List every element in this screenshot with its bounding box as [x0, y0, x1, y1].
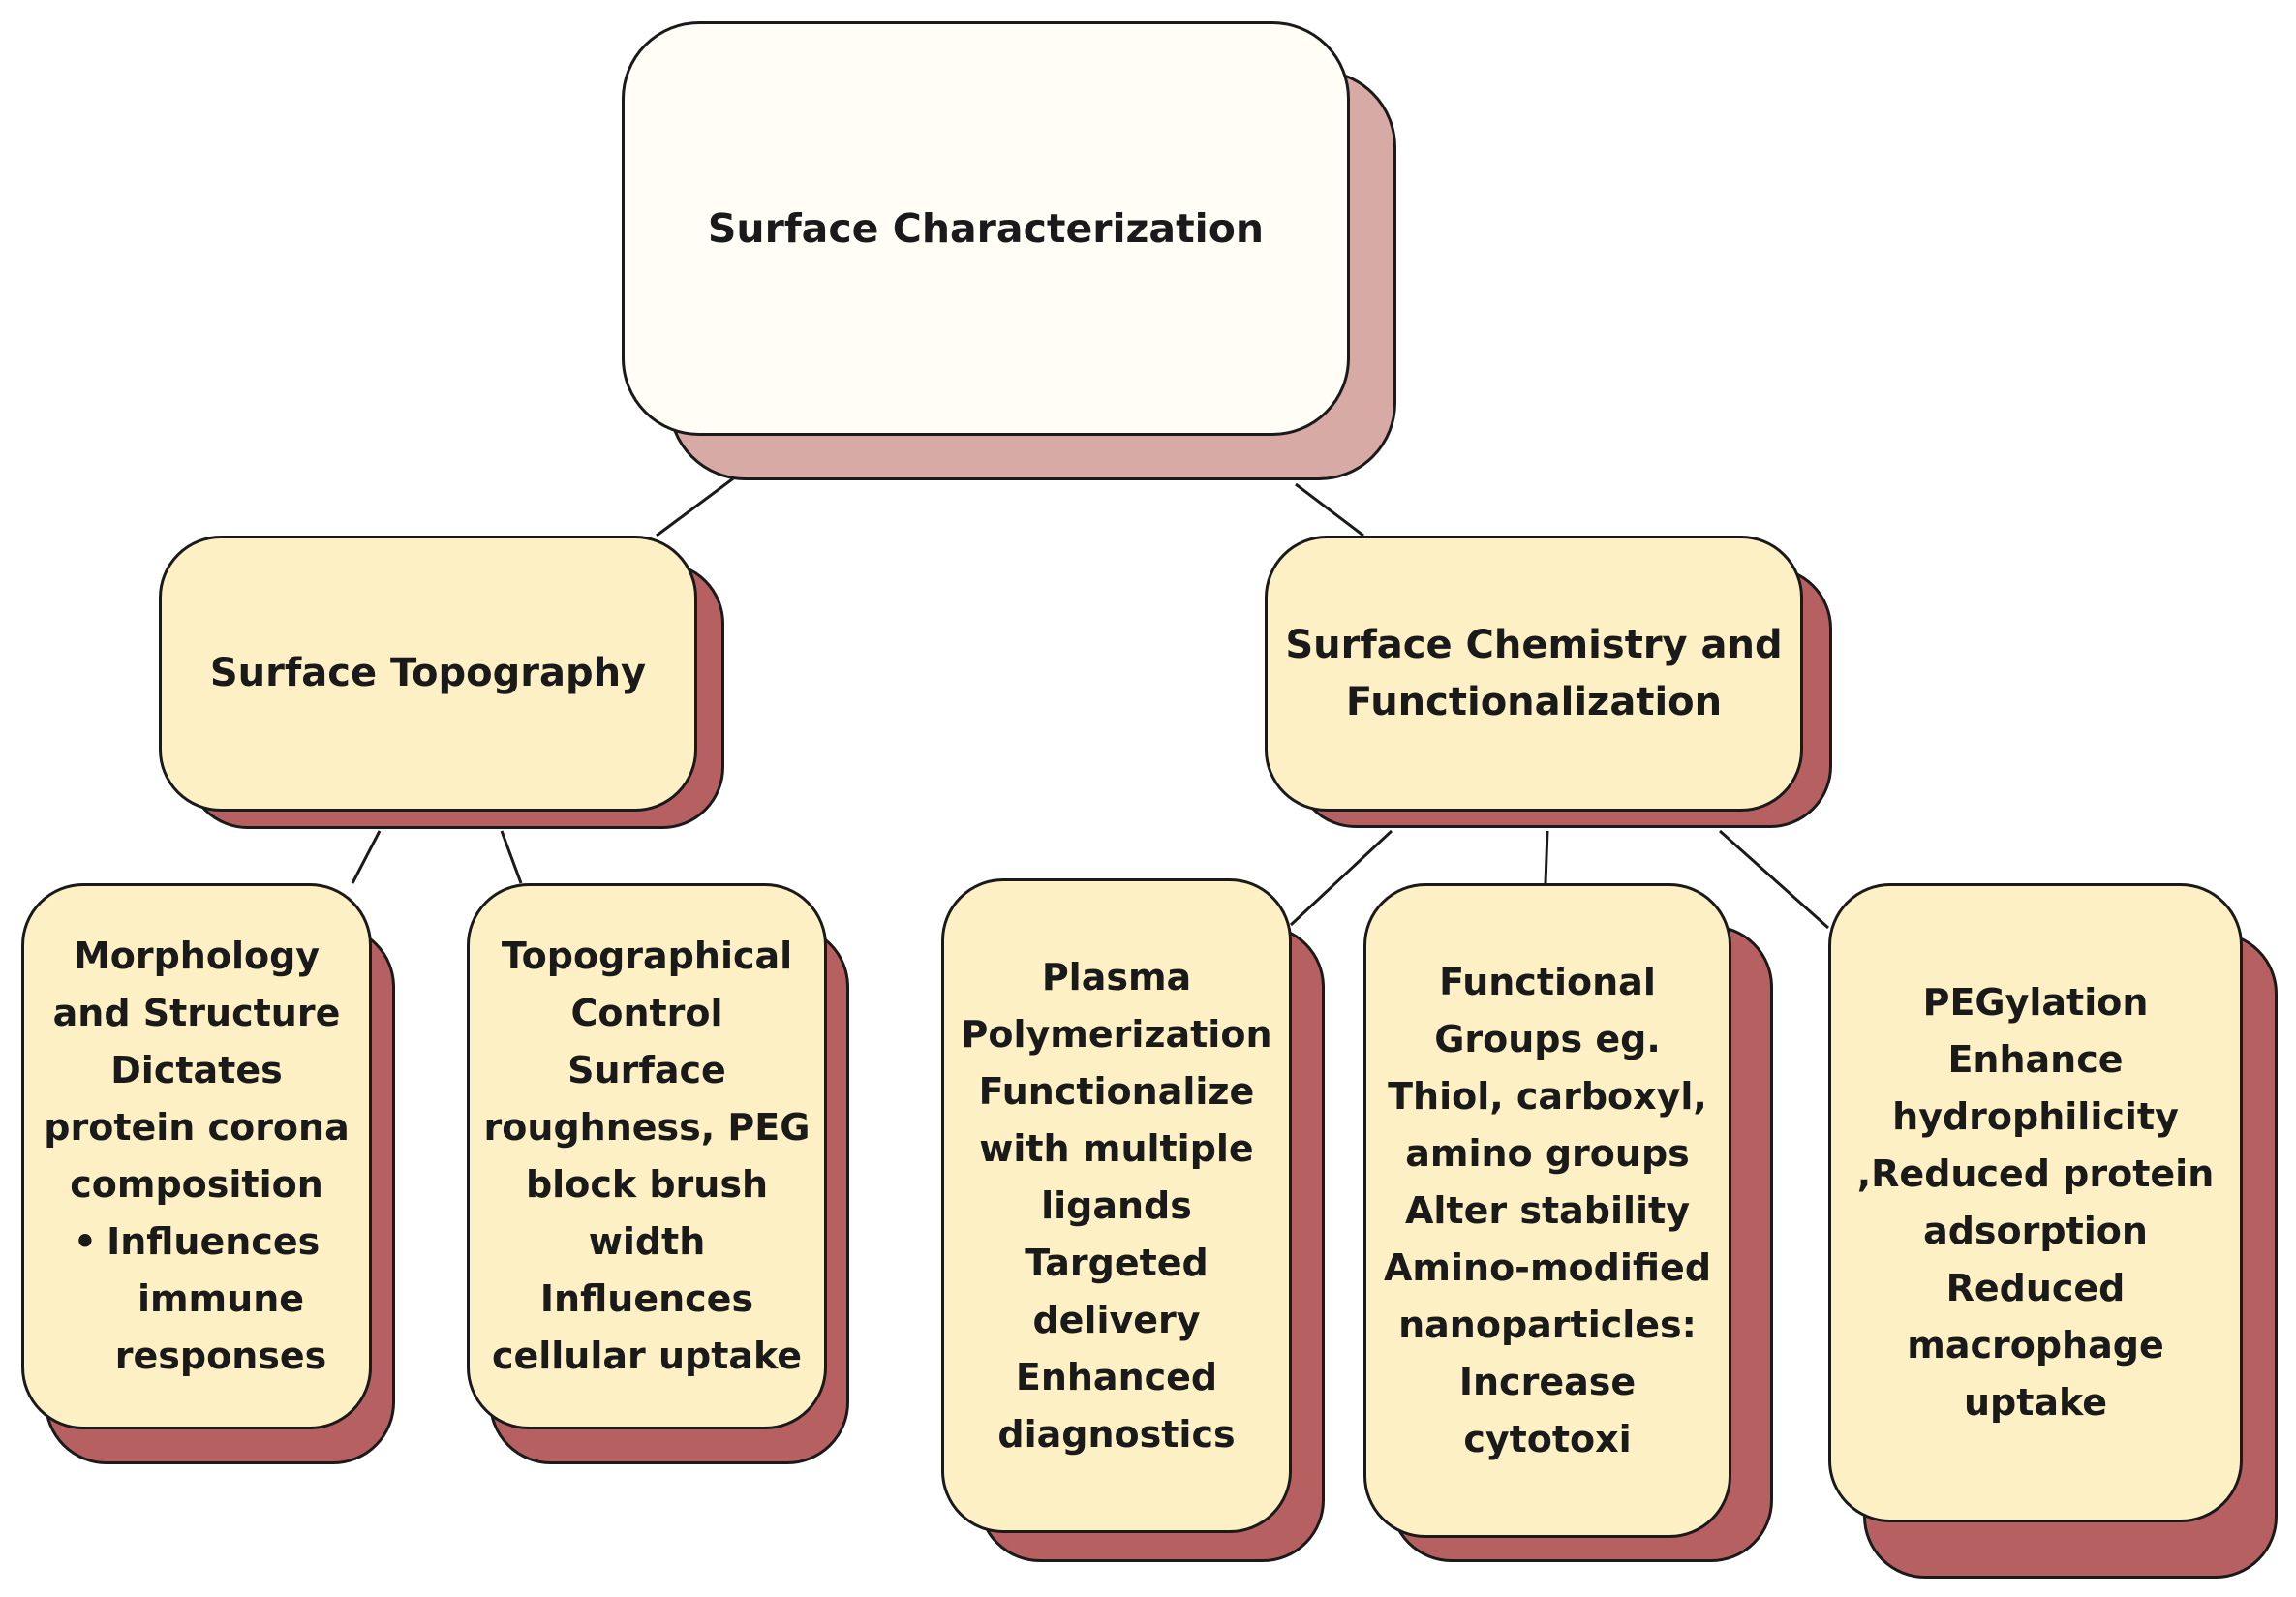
- morphology-line-4: protein corona: [44, 1106, 350, 1149]
- topographical-line-6: width: [588, 1220, 706, 1263]
- morphology-bullet-line-1: •Influences: [32, 1213, 361, 1271]
- chemistry-node-label-line-2: Functionalization: [1345, 679, 1723, 724]
- functional-line-3: Thiol, carboxyl,: [1388, 1074, 1707, 1118]
- pegylation-line-5: adsorption: [1923, 1210, 2148, 1252]
- functional-line-4: amino groups: [1405, 1131, 1690, 1175]
- root-node: Surface Characterization: [622, 21, 1350, 436]
- plasma-line-5: ligands: [1041, 1183, 1192, 1227]
- chemistry-node-label-line-1: Surface Chemistry and: [1285, 622, 1783, 667]
- pegylation-line-6: Reduced: [1945, 1267, 2126, 1309]
- morphology-line-2: and Structure: [52, 992, 341, 1034]
- root-node-label: Surface Characterization: [707, 205, 1265, 252]
- pegylation-line-1: PEGylation: [1922, 981, 2149, 1024]
- pegylation-line-8: uptake: [1963, 1381, 2108, 1424]
- morphology-bullet-text-1: Influences: [107, 1220, 321, 1263]
- functional-line-5: Alter stability: [1405, 1188, 1690, 1232]
- functional-line-8: Increase: [1458, 1360, 1637, 1403]
- topographical-line-3: Surface: [567, 1049, 726, 1091]
- plasma-line-9: diagnostics: [997, 1412, 1236, 1456]
- functional-line-6: Amino-modified: [1383, 1245, 1712, 1289]
- plasma-line-8: Enhanced: [1015, 1355, 1218, 1398]
- connector-chemistry-pegylation: [1719, 829, 1829, 930]
- morphology-bullet-line-2: immune: [137, 1277, 305, 1320]
- plasma-line-2: Polymerization: [961, 1012, 1272, 1056]
- connector-chemistry-plasma: [1289, 829, 1393, 927]
- topographical-leaf: Topographical Control Surface roughness,…: [467, 883, 827, 1429]
- morphology-line-1: Morphology: [73, 935, 321, 977]
- functional-line-2: Groups eg.: [1434, 1017, 1661, 1060]
- morphology-line-3: Dictates: [110, 1049, 283, 1091]
- plasma-line-7: delivery: [1032, 1298, 1201, 1341]
- topographical-line-8: cellular uptake: [491, 1335, 803, 1377]
- connector-root-topography: [656, 475, 737, 537]
- pegylation-line-4: ,Reduced protein: [1856, 1152, 2215, 1195]
- connector-root-chemistry: [1295, 482, 1364, 537]
- topographical-line-7: Influences: [539, 1277, 754, 1320]
- topographical-line-5: block brush: [525, 1163, 769, 1206]
- functional-line-9: cytotoxi: [1463, 1417, 1632, 1460]
- connector-topography-morphology: [351, 830, 382, 884]
- plasma-line-3: Functionalize: [978, 1069, 1255, 1113]
- pegylation-line-2: Enhance: [1947, 1038, 2124, 1081]
- bullet-icon: •: [73, 1220, 98, 1263]
- connector-topography-topographical: [500, 830, 523, 884]
- chemistry-node: Surface Chemistry and Functionalization: [1265, 536, 1803, 812]
- topography-node: Surface Topography: [159, 536, 697, 812]
- pegylation-line-7: macrophage: [1907, 1324, 2164, 1367]
- topography-node-label: Surface Topography: [209, 651, 647, 695]
- morphology-bullet-line-3: responses: [114, 1335, 327, 1377]
- topographical-line-1: Topographical: [501, 935, 793, 977]
- plasma-leaf: Plasma Polymerization Functionalize with…: [941, 878, 1292, 1533]
- plasma-line-6: Targeted: [1025, 1241, 1209, 1284]
- functional-line-7: nanoparticles:: [1398, 1303, 1697, 1346]
- connector-chemistry-functional: [1544, 830, 1549, 884]
- functional-leaf: Functional Groups eg. Thiol, carboxyl, a…: [1363, 883, 1731, 1538]
- plasma-line-1: Plasma: [1041, 955, 1192, 998]
- topographical-line-4: roughness, PEG: [483, 1106, 811, 1149]
- morphology-leaf: Morphology and Structure Dictates protei…: [21, 883, 372, 1429]
- pegylation-line-3: hydrophilicity: [1892, 1095, 2179, 1138]
- topographical-line-2: Control: [570, 992, 723, 1034]
- functional-line-1: Functional: [1439, 960, 1656, 1003]
- plasma-line-4: with multiple: [979, 1126, 1254, 1170]
- pegylation-leaf: PEGylation Enhance hydrophilicity ,Reduc…: [1828, 883, 2243, 1522]
- morphology-line-5: composition: [70, 1163, 323, 1206]
